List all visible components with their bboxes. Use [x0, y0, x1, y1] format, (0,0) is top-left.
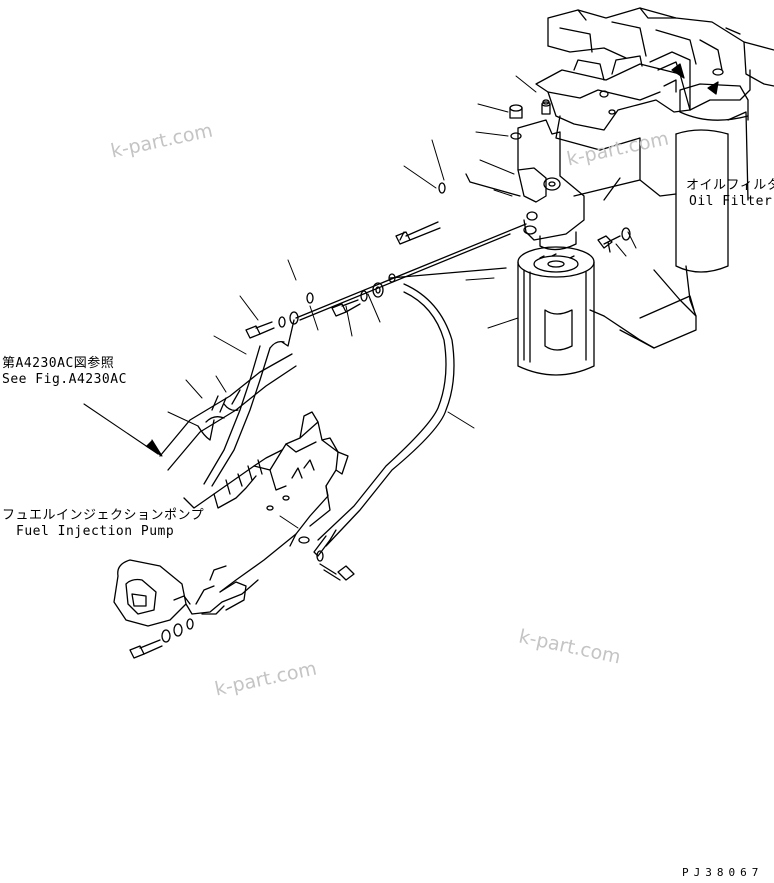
frame-bottom-edge: [639, 295, 695, 319]
reference-arrow: [83, 403, 163, 457]
pipe-fittings: [245, 273, 396, 339]
fuel-pump-label-en: Fuel Injection Pump: [16, 524, 175, 539]
filter-head-bracket: [535, 51, 751, 131]
fuel-injection-pump: [183, 411, 349, 593]
bolt-right: [597, 227, 631, 253]
bolt-left: [395, 182, 446, 245]
callout-leaders: [167, 75, 637, 529]
pump-gear-housing: [113, 559, 259, 627]
hose-clamp: [159, 353, 297, 471]
reference-figure-label-en: See Fig.A4230AC: [2, 372, 127, 387]
oil-filter-label-jp: オイルフィルタ: [686, 178, 774, 193]
oil-filter-label-en: Oil Filter: [689, 194, 773, 209]
bracket-frame: [555, 115, 697, 349]
oil-filter-cartridge: [517, 246, 595, 376]
bolt-top: [509, 101, 551, 140]
drawing-code: PJ38067: [682, 866, 764, 879]
oil-pipe-long: [313, 283, 455, 557]
filter-head: [517, 119, 585, 251]
pump-side-bolt: [316, 550, 355, 581]
reference-figure-label-jp: 第A4230AC図参照: [2, 356, 115, 371]
pump-bottom-bolt: [129, 618, 194, 659]
oil-filter-ghost: [619, 83, 749, 349]
oil-pipe-short: [203, 319, 295, 487]
engine-block-outline: [547, 7, 774, 87]
fuel-pump-label-jp: フュエルインジェクションポンプ: [2, 508, 205, 523]
leader-lines-top: [295, 173, 527, 321]
